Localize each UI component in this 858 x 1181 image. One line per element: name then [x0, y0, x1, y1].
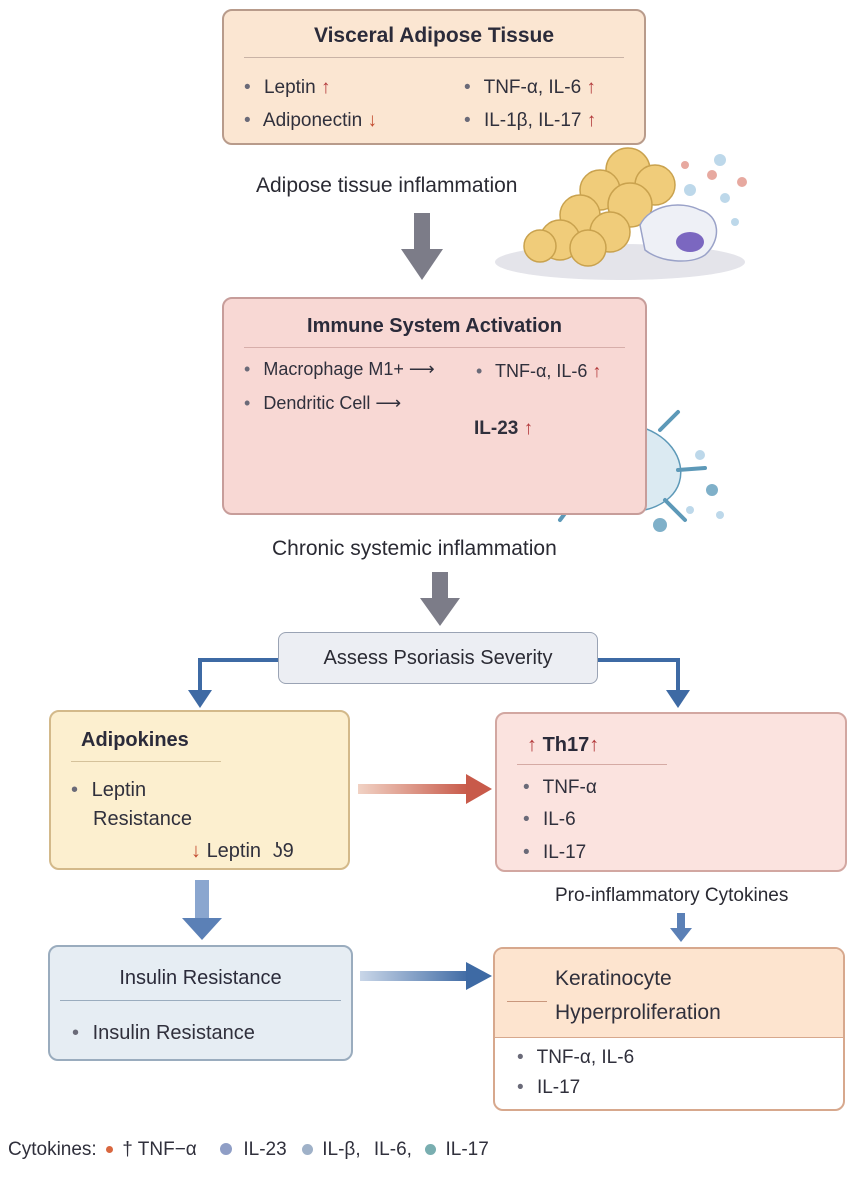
legend-prefix: Cytokines: — [8, 1139, 97, 1160]
immune-tnf-label: TNF-α, IL-6 — [495, 361, 588, 381]
arrow-down-2 — [420, 572, 460, 626]
title-divider — [60, 1000, 341, 1001]
tnf-il6-item: TNF-α, IL-6 ↑ — [464, 77, 596, 99]
insulin-resistance-box: Insulin Resistance Insulin Resistance — [48, 945, 353, 1061]
th17-il6-label: IL-6 — [542, 809, 576, 830]
visceral-adipose-box: Visceral Adipose Tissue Leptin ↑ Adipone… — [222, 9, 646, 145]
systemic-inflammation-label: Chronic systemic inflammation — [272, 537, 557, 560]
immune-activation-box: Immune System Activation Macrophage M1+ … — [222, 297, 647, 515]
visceral-adipose-title: Visceral Adipose Tissue — [313, 24, 555, 47]
insulin-resistance-label: Insulin Resistance — [92, 1022, 255, 1044]
keratinocyte-il17-label: IL-17 — [536, 1077, 581, 1098]
assess-severity-label: Assess Psoriasis Severity — [323, 647, 553, 669]
th17-title: ↑ Th17↑ — [527, 734, 599, 757]
tnf-il6-label: TNF-α, IL-6 — [483, 77, 582, 98]
insulin-resistance-item: Insulin Resistance — [72, 1022, 255, 1045]
dendritic-item: Dendritic Cell ⟶ — [244, 393, 401, 414]
legend-dot-il17 — [425, 1144, 437, 1155]
immune-tnf-item: TNF-α, IL-6 ↑ — [476, 361, 601, 382]
branch-right-arrowhead — [666, 690, 690, 708]
title-divider — [517, 764, 667, 765]
title-divider — [71, 761, 221, 762]
leptin-glyph: ʖ9 — [272, 840, 294, 862]
keratinocyte-il17-item: IL-17 — [517, 1077, 580, 1099]
adiponectin-item: Adiponectin ↓ — [244, 110, 377, 132]
branch-left-arrow — [198, 658, 278, 694]
immune-activation-title: Immune System Activation — [307, 315, 562, 337]
legend-label-il6: IL-6, — [373, 1139, 412, 1160]
up-arrow-icon: ↑ — [527, 734, 537, 756]
leptin-decrease: ↓ Leptin ʖ9 — [191, 840, 294, 863]
pro-inflammatory-caption: Pro-inflammatory Cytokines — [555, 885, 789, 906]
arrow-cytokines-to-keratinocyte — [670, 913, 692, 942]
title-divider — [244, 347, 625, 348]
keratinocyte-header — [495, 949, 843, 1038]
down-arrow-icon: ↓ — [367, 110, 377, 131]
il1b-il17-item: IL-1β, IL-17 ↑ — [464, 110, 596, 132]
arrow-insulin-to-keratinocyte — [360, 962, 492, 990]
th17-il6-item: IL-6 — [523, 809, 576, 831]
keratinocyte-tnf-label: TNF-α, IL-6 — [536, 1047, 635, 1068]
legend-dot-tnf — [105, 1146, 113, 1153]
legend-label-tnf: † TNF−α — [122, 1139, 197, 1160]
leptin-resistance-line1: Leptin — [91, 779, 147, 801]
leptin-item: Leptin ↑ — [244, 77, 331, 99]
th17-label: Th17 — [542, 734, 590, 756]
arrow-down-1 — [401, 213, 443, 280]
up-arrow-icon: ↑ — [589, 734, 600, 756]
il23-text: IL-23 — [474, 418, 519, 439]
cytokine-legend: Cytokines: † TNF−α IL-23 IL-β, IL-6, IL-… — [8, 1139, 489, 1161]
keratinocyte-title-line2: Hyperproliferation — [555, 1001, 721, 1024]
arrow-adipokines-to-th17 — [358, 774, 492, 804]
th17-il17-item: IL-17 — [523, 842, 586, 864]
up-arrow-icon: ↑ — [321, 77, 331, 98]
branch-left-arrowhead — [188, 690, 212, 708]
up-arrow-icon: ↑ — [586, 77, 596, 98]
legend-label-il23: IL-23 — [243, 1139, 287, 1160]
leptin-resistance-item: Leptin — [71, 779, 147, 802]
keratinocyte-tnf-item: TNF-α, IL-6 — [517, 1047, 635, 1069]
th17-box: ↑ Th17↑ TNF-α IL-6 IL-17 — [495, 712, 847, 872]
legend-dot-il23 — [220, 1143, 233, 1155]
insulin-resistance-title: Insulin Resistance — [119, 967, 282, 989]
th17-tnf-label: TNF-α — [542, 777, 597, 798]
header-divider-mark — [507, 1001, 547, 1002]
th17-tnf-item: TNF-α — [523, 777, 597, 799]
up-arrow-icon: ↑ — [523, 418, 534, 439]
adipokines-title: Adipokines — [81, 729, 189, 751]
assess-severity-box: Assess Psoriasis Severity — [278, 632, 598, 684]
legend-dot-ilb — [301, 1144, 313, 1155]
th17-il17-label: IL-17 — [542, 842, 587, 863]
leptin-decrease-label: Leptin — [206, 840, 262, 862]
adipocyte-cluster-illustration — [495, 147, 747, 280]
adiponectin-label: Adiponectin — [262, 110, 363, 131]
arrow-adipokines-to-insulin — [182, 880, 222, 940]
macrophage-item: Macrophage M1+ ⟶ — [244, 359, 435, 380]
keratinocyte-box: Keratinocyte Hyperproliferation TNF-α, I… — [493, 947, 845, 1111]
il1b-il17-label: IL-1β, IL-17 — [483, 110, 582, 131]
dendritic-label: Dendritic Cell ⟶ — [263, 393, 402, 413]
macrophage-label: Macrophage M1+ ⟶ — [263, 359, 435, 379]
adipokines-box: Adipokines Leptin Resistance ↓ Leptin ʖ9 — [49, 710, 350, 870]
up-arrow-icon: ↑ — [586, 110, 597, 131]
up-arrow-icon: ↑ — [592, 361, 602, 381]
il23-label: IL-23 ↑ — [474, 418, 533, 440]
leptin-resistance-line2: Resistance — [93, 808, 192, 830]
title-divider — [244, 57, 624, 58]
legend-label-il17: IL-17 — [445, 1139, 489, 1160]
legend-label-ilb: IL-β, — [322, 1139, 361, 1160]
branch-right-arrow — [598, 658, 680, 694]
leptin-label: Leptin — [263, 77, 316, 98]
keratinocyte-title-line1: Keratinocyte — [555, 967, 672, 990]
adipose-inflammation-label: Adipose tissue inflammation — [256, 174, 518, 197]
down-arrow-icon: ↓ — [191, 840, 201, 862]
